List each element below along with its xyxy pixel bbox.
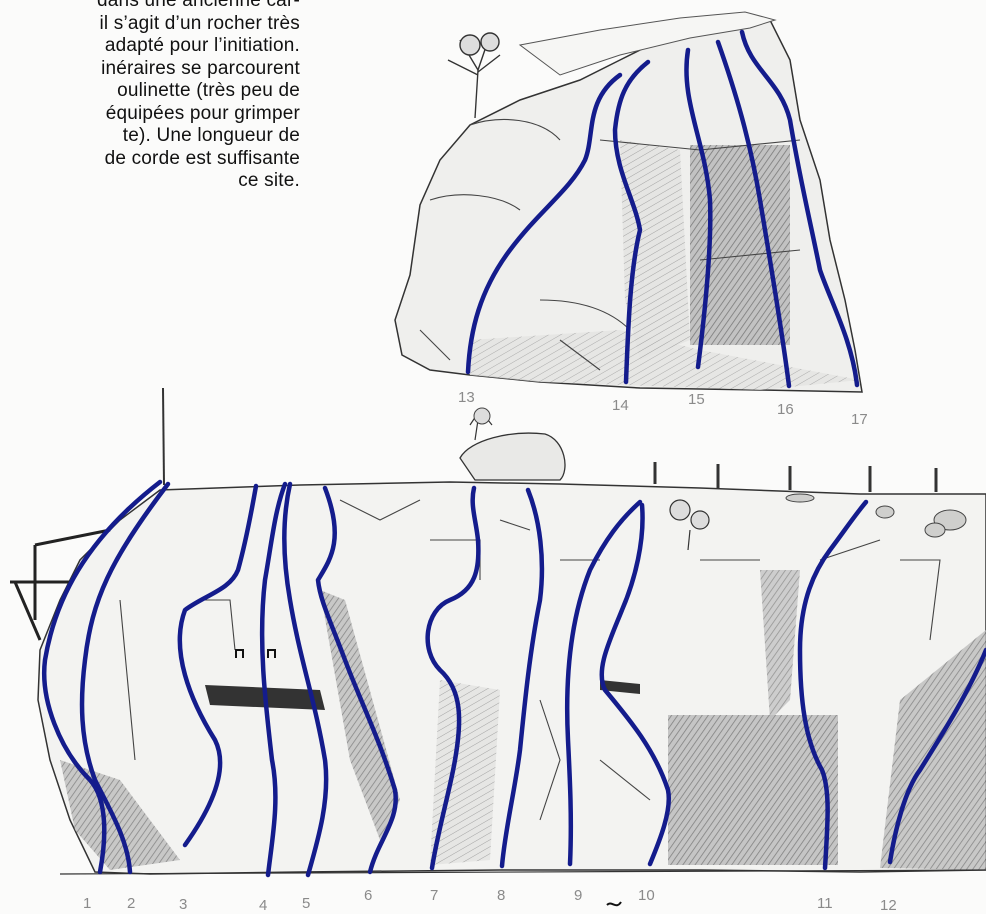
route-label-2: 2: [127, 895, 135, 912]
route-label-13: 13: [458, 389, 475, 406]
route-label-5: 5: [302, 895, 310, 912]
upper-tree: [448, 33, 500, 118]
route-label-16: 16: [777, 401, 794, 418]
stray-mark: [607, 902, 621, 905]
lower-shadow-right: [668, 715, 838, 865]
route-label-12: 12: [880, 897, 897, 914]
route-label-1: 1: [83, 895, 91, 912]
lower-boulder-outline: [38, 482, 986, 874]
route-label-6: 6: [364, 887, 372, 904]
route-label-17: 17: [851, 411, 868, 428]
route-label-9: 9: [574, 887, 582, 904]
lower-boulder: [10, 388, 986, 874]
top-boulder-small: [460, 408, 565, 480]
route-label-15: 15: [688, 391, 705, 408]
route-label-4: 4: [259, 897, 267, 914]
route-label-7: 7: [430, 887, 438, 904]
route-label-11: 11: [817, 895, 833, 912]
route-label-14: 14: [612, 397, 629, 414]
route-label-3: 3: [179, 896, 187, 913]
stake: [163, 388, 164, 485]
route-label-8: 8: [497, 887, 505, 904]
lower-shadow-mid: [430, 680, 500, 865]
route-label-10: 10: [638, 887, 655, 904]
